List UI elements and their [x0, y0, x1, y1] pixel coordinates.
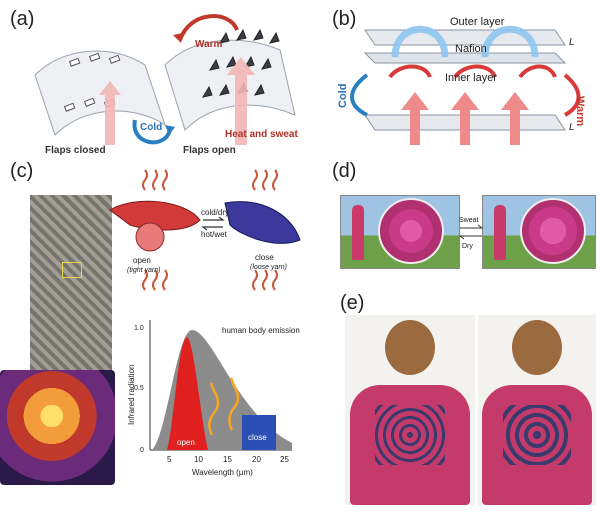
- warm-arrow: [178, 14, 239, 41]
- panel-e-label: (e): [340, 292, 365, 314]
- close-band-label: close: [248, 433, 267, 442]
- x-tick-10: 10: [194, 455, 203, 464]
- thickness-label-1: L: [569, 37, 575, 48]
- open-emission-band: [167, 337, 208, 450]
- open-yarn-label: open: [133, 256, 151, 265]
- inner-layer-label: Inner layer: [445, 72, 497, 84]
- outer-layer-label: Outer layer: [450, 16, 505, 28]
- fabric-zoom-2: [520, 198, 586, 264]
- open-yarn-crosssection: [135, 222, 165, 252]
- x-tick-15: 15: [223, 455, 232, 464]
- micrograph-zoom-box: [62, 262, 82, 278]
- cold-label: Cold: [140, 122, 162, 133]
- yarn-micrograph: [30, 195, 112, 380]
- warm-side-arrow: [563, 73, 581, 117]
- flaps-open-label: Flaps open: [183, 145, 236, 156]
- b-cold-label: Cold: [337, 84, 349, 108]
- vents-1: [375, 405, 445, 465]
- heat-arrows: [99, 57, 255, 145]
- emission-note: human body emission: [222, 326, 300, 335]
- open-yarn-sub: (tight yarn): [127, 267, 160, 274]
- panel-c-diagram: cold/dry hot/wet open (tight yarn) close…: [109, 169, 301, 291]
- y-tick-10: 1.0: [134, 325, 144, 332]
- hair-2: [512, 320, 562, 375]
- panel-a-diagram: Warm Cold Flaps closed Flaps open Heat a…: [34, 14, 298, 156]
- hair-1: [385, 320, 435, 375]
- b-warm-label: Warm: [574, 96, 586, 126]
- panel-c-label: (c): [10, 160, 34, 182]
- vents-2: [503, 405, 571, 465]
- open-band-label: open: [177, 438, 195, 447]
- flaps-closed-label: Flaps closed: [45, 145, 106, 156]
- panel-d-label: (d): [332, 160, 357, 182]
- x-tick-25: 25: [280, 455, 289, 464]
- x-tick-20: 20: [252, 455, 261, 464]
- cold-dry-label: cold/dry: [201, 208, 229, 217]
- y-axis-label: Infrared radiation: [127, 365, 136, 425]
- warm-label: Warm: [195, 39, 223, 50]
- hot-wet-label: hot/wet: [201, 230, 228, 239]
- blue-humps: [391, 25, 539, 58]
- y-tick-0: 0: [140, 447, 144, 454]
- panel-b-label: (b): [332, 8, 357, 30]
- thickness-label-2: L: [569, 122, 575, 133]
- close-emission-band: [242, 415, 276, 450]
- sheet-open: [164, 39, 296, 131]
- back-photo-2: [478, 315, 596, 505]
- heat-sweat-label: Heat and sweat: [225, 129, 298, 140]
- heat-up-arrows: [401, 92, 529, 145]
- person-figure-2: [494, 205, 506, 260]
- x-axis-label: Wavelength (μm): [192, 468, 253, 477]
- cold-arrow: [132, 119, 172, 145]
- panel-a-label: (a): [10, 8, 35, 30]
- thermal-image: [0, 370, 115, 485]
- x-tick-5: 5: [167, 455, 172, 464]
- back-photo-1: [345, 315, 475, 505]
- cold-side-arrow: [350, 73, 369, 117]
- person-figure-1: [352, 205, 364, 260]
- y-tick-05: 0.5: [134, 385, 144, 392]
- emission-chart: human body emission open close Infrared …: [127, 320, 300, 477]
- close-yarn: [224, 201, 301, 244]
- inner-arcs: [388, 64, 557, 79]
- outer-layer: [364, 29, 566, 46]
- dry-label: Dry: [462, 243, 473, 250]
- sweat-label: Sweat: [459, 217, 479, 224]
- switch-arrows: Sweat Dry: [458, 217, 484, 250]
- nafion-layer: [363, 52, 567, 64]
- nafion-label: Nafion: [455, 43, 487, 55]
- close-yarn-sub: (loose yarn): [250, 264, 287, 271]
- close-yarn-label: close: [255, 253, 274, 262]
- open-flaps: [201, 28, 280, 98]
- fabric-zoom-1: [378, 198, 444, 264]
- x-ticks: 5 10 15 20 25: [167, 455, 289, 464]
- panel-b-diagram: Outer layer Nafion Inner layer Cold Warm…: [337, 16, 586, 145]
- y-ticks: 0 0.5 1.0: [134, 325, 144, 454]
